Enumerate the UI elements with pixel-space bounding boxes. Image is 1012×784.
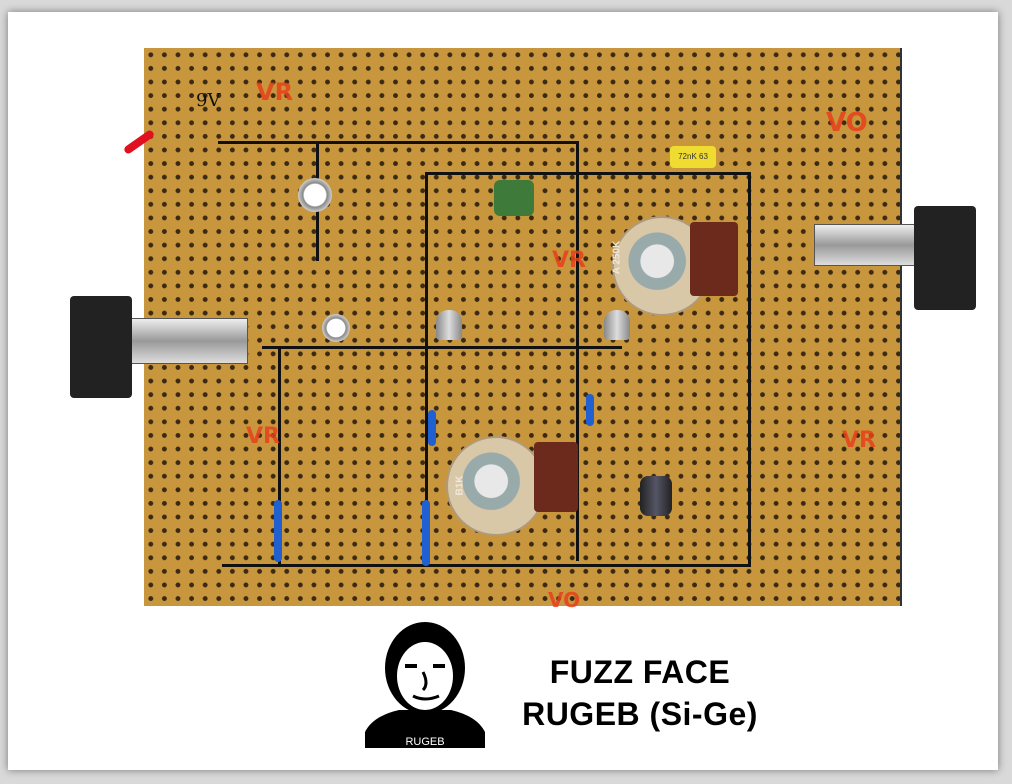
green-film-cap <box>494 180 534 216</box>
volume-pot-label: A 250K <box>611 240 623 275</box>
output-jack <box>814 224 916 266</box>
fuzz-pot-label: B1K <box>454 475 466 496</box>
caption-title-1: FUZZ FACE <box>549 654 731 690</box>
trace-top-right <box>425 172 750 175</box>
output-cap <box>640 476 672 516</box>
input-jack-nut <box>70 296 132 398</box>
supply-label: 9V <box>196 90 221 111</box>
avatar-name: RUGEB <box>405 736 445 748</box>
jumper-4 <box>586 394 594 426</box>
transistor-q1 <box>436 310 462 340</box>
fuzz-pot-tab <box>534 442 578 512</box>
marker-vo-2: VO <box>548 588 581 612</box>
transistor-q2 <box>604 310 630 340</box>
avatar-portrait-icon <box>365 622 485 748</box>
fuzz-pot <box>446 436 546 536</box>
caption: RUGEB FUZZ FACE RUGEB (Si-Ge) <box>365 620 785 752</box>
caption-title-2: RUGEB (Si-Ge) <box>522 696 758 732</box>
yellow-film-cap: 72nK 63 <box>670 146 716 168</box>
trace-center-vertical <box>576 141 579 561</box>
input-jack <box>130 318 248 364</box>
trace-right-vertical <box>748 172 751 567</box>
volume-pot-tab <box>690 222 738 296</box>
trace-bottom-rail <box>222 564 750 567</box>
marker-vr-1: VR <box>256 78 294 106</box>
electrolytic-cap-top <box>298 178 332 212</box>
marker-vr-2: VR <box>552 248 586 273</box>
trace-9v-rail <box>218 141 578 144</box>
trace-left-down <box>278 346 281 566</box>
jumper-3 <box>274 500 282 562</box>
jumper-2 <box>422 500 430 566</box>
jumper-1 <box>428 410 436 446</box>
output-jack-nut <box>914 206 976 310</box>
electrolytic-cap-mid <box>322 314 350 342</box>
marker-vr-3: VR <box>842 428 876 453</box>
trace-left-vertical <box>425 172 428 567</box>
marker-vo-1: VO <box>826 108 868 138</box>
trace-mid <box>262 346 622 349</box>
marker-vr-4: VR <box>246 424 280 449</box>
